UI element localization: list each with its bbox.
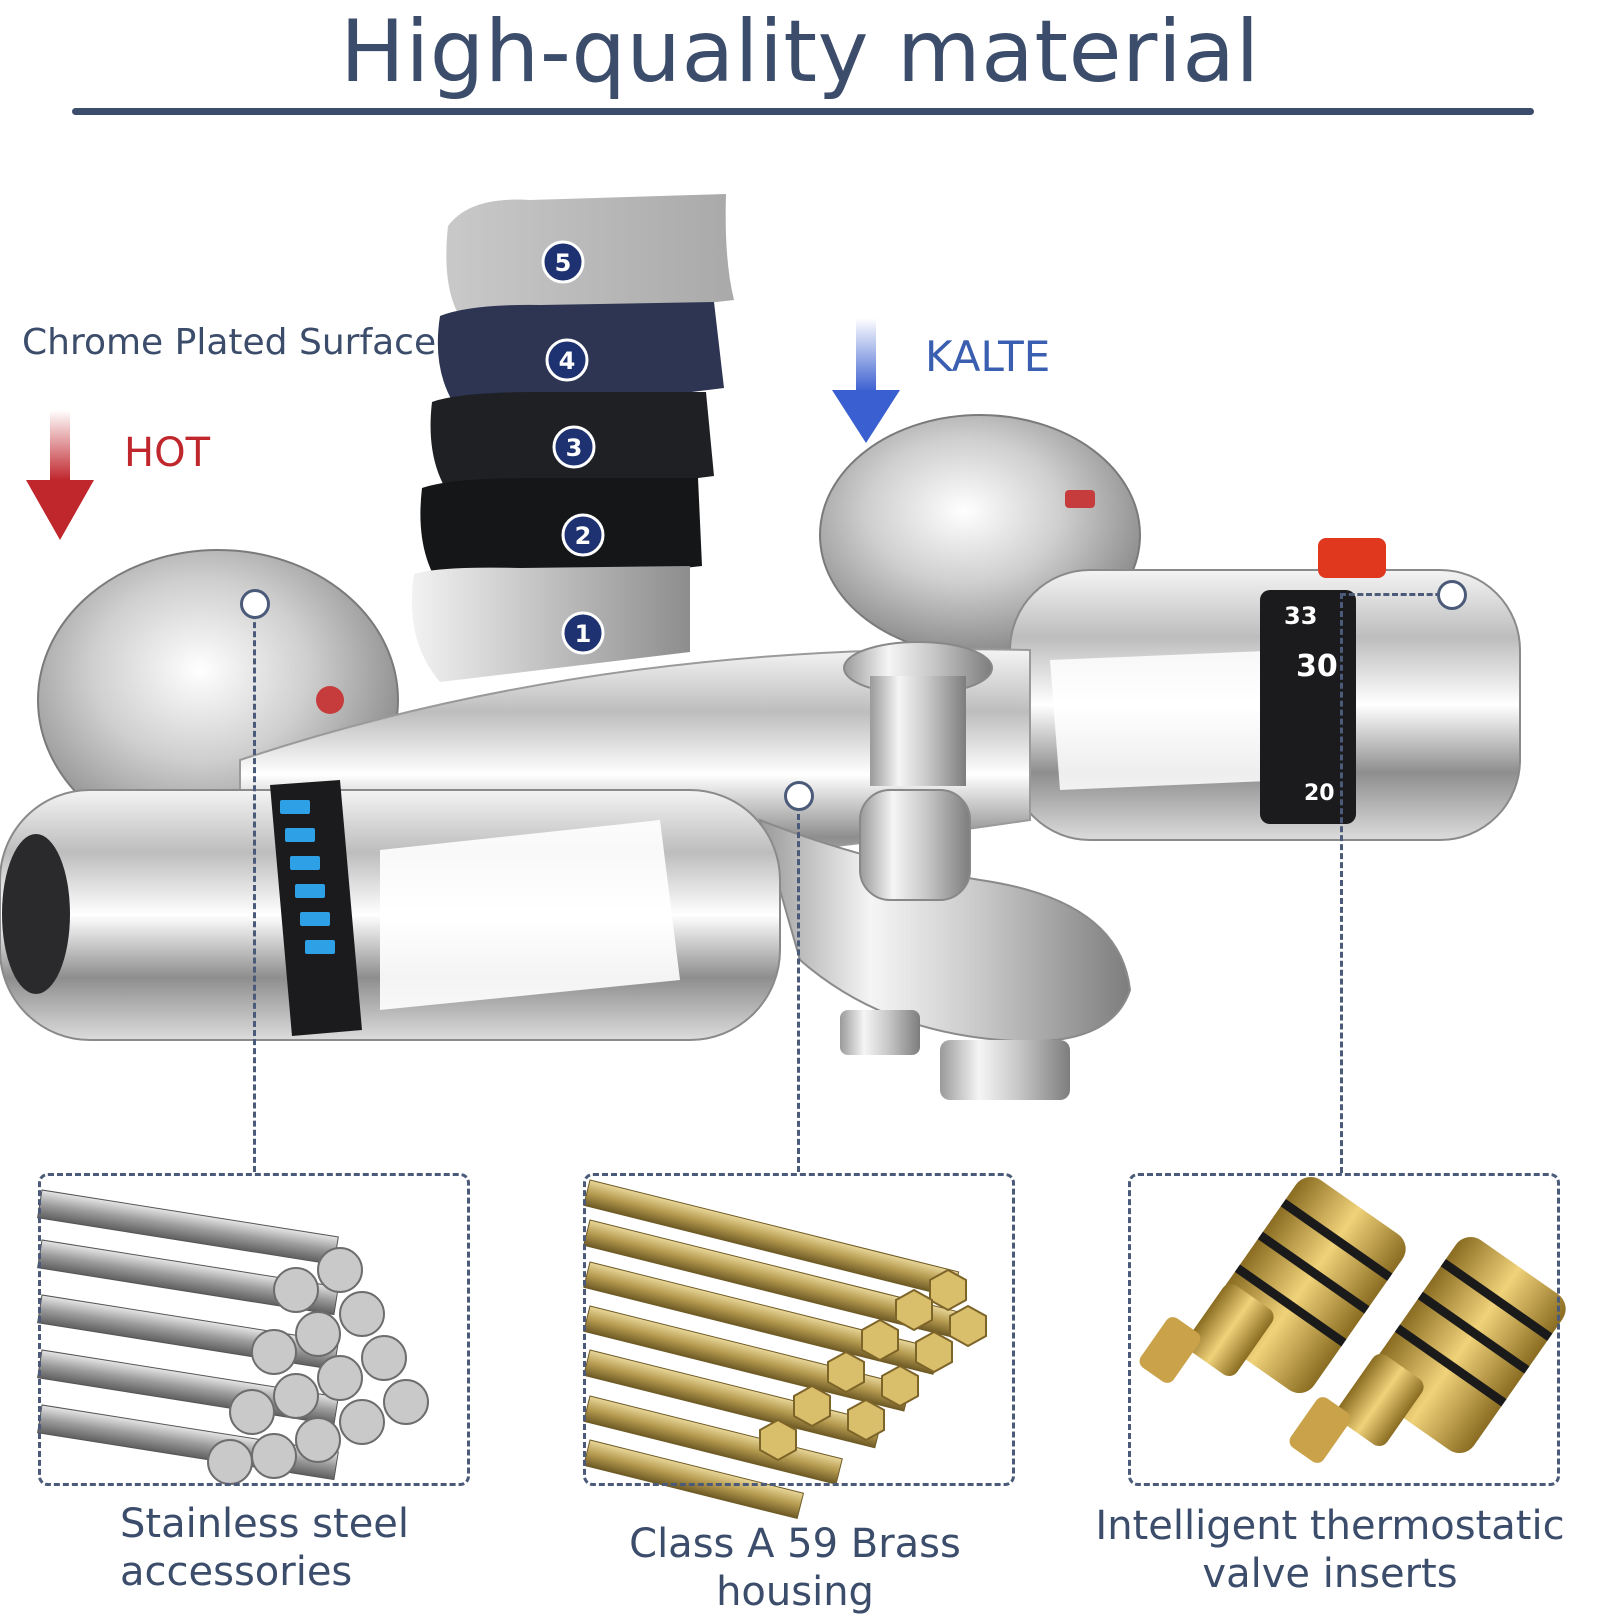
- hot-label: HOT: [124, 430, 210, 476]
- brass-frame: [583, 1173, 1015, 1486]
- valve-insert-frame: [1128, 1173, 1560, 1486]
- stainless-steel-caption: Stainless steel accessories: [60, 1500, 460, 1596]
- callout-dot-valve: [1437, 580, 1467, 610]
- stainless-steel-frame: [38, 1173, 470, 1486]
- layer-number-badges: 5 4 3 2 1: [541, 240, 605, 655]
- dial-mark-33: 33: [1284, 602, 1317, 630]
- brass-housing-caption: Class A 59 Brass housing: [629, 1521, 961, 1615]
- hot-arrow-icon: [26, 410, 94, 540]
- cold-arrow-icon: [832, 318, 900, 443]
- dial-mark-30: 30: [1296, 649, 1338, 684]
- callout-line-valve-horizontal: [1340, 593, 1450, 596]
- stainless-steel-caption-line2: accessories: [120, 1549, 353, 1595]
- brass-bars-image: [583, 1176, 1012, 1520]
- layer-4-number: 4: [559, 347, 576, 375]
- layer-3-number: 3: [566, 434, 583, 462]
- callout-line-steel: [253, 604, 256, 1172]
- callout-line-valve: [1340, 593, 1343, 1173]
- stainless-steel-rods-image: [37, 1176, 467, 1485]
- layer-2-number: 2: [575, 522, 592, 550]
- chrome-surface-label: Chrome Plated Surface: [22, 322, 437, 363]
- callout-dot-steel: [240, 589, 270, 619]
- page-title: High-quality material: [340, 2, 1260, 102]
- stainless-steel-caption-line1: Stainless steel: [120, 1501, 410, 1547]
- valve-cartridges-image: [1139, 1176, 1566, 1463]
- layer-5-number: 5: [555, 249, 572, 277]
- valve-inserts-caption: Intelligent thermostatic valve inserts: [1080, 1502, 1580, 1598]
- dial-mark-20: 20: [1304, 781, 1335, 806]
- chrome-layer-stack: [411, 194, 734, 682]
- kalte-label: KALTE: [925, 332, 1051, 381]
- callout-dot-brass: [784, 781, 814, 811]
- faucet: [0, 414, 1521, 1100]
- title-divider: [72, 108, 1534, 115]
- valve-inserts-caption-line1: Intelligent thermostatic: [1095, 1503, 1565, 1549]
- callout-line-brass: [797, 796, 800, 1172]
- temperature-dial: 33 30 20: [1284, 602, 1338, 806]
- hot-side-dial-marks: [280, 800, 335, 954]
- layer-1-number: 1: [575, 620, 592, 648]
- valve-inserts-caption-line2: valve inserts: [1202, 1551, 1458, 1597]
